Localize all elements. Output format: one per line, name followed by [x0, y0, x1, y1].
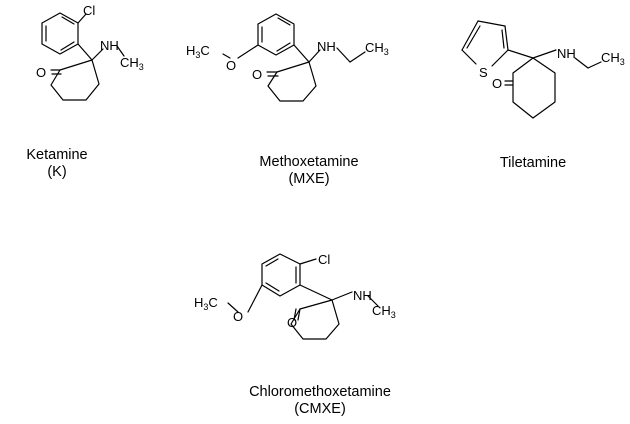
ketamine-name: Ketamine [26, 147, 87, 163]
methoxetamine-methoxy-methyl-label: H3C [186, 43, 210, 60]
chloromethoxetamine-structure: Cl H3C O NH CH3 O [194, 252, 396, 340]
chloromethoxetamine-bonds [227, 253, 379, 340]
tiletamine-oxygen-label: O [492, 76, 502, 91]
ketamine-structure: Cl NH CH3 O [36, 3, 144, 101]
chloromethoxetamine-methyl-label: CH3 [372, 303, 396, 320]
chloromethoxetamine-oxygen-label: O [287, 315, 297, 330]
ketamine-methyl-label: CH3 [120, 55, 144, 72]
tiletamine-sulfur-label: S [479, 65, 488, 80]
methoxetamine-structure: H3C O NH CH3 O [186, 13, 389, 102]
tiletamine-name: Tiletamine [500, 155, 566, 171]
ketamine-oxygen-label: O [36, 65, 46, 80]
methoxetamine-bonds [222, 13, 366, 102]
ketamine-abbreviation: (K) [47, 164, 66, 180]
chloromethoxetamine-name: Chloromethoxetamine [249, 384, 391, 400]
chloromethoxetamine-nh-label: NH [353, 288, 372, 303]
chloromethoxetamine-chlorine-label: Cl [318, 252, 330, 267]
methoxetamine-abbreviation: (MXE) [288, 171, 329, 187]
ketamine-bonds [41, 12, 125, 101]
methoxetamine-name: Methoxetamine [259, 154, 358, 170]
chloromethoxetamine-methoxy-oxygen-label: O [233, 309, 243, 324]
ketamine-chlorine-label: Cl [83, 3, 95, 18]
chloromethoxetamine-abbreviation: (CMXE) [294, 401, 346, 417]
tiletamine-bonds [461, 20, 602, 119]
methoxetamine-ethyl-methyl-label: CH3 [365, 40, 389, 57]
tiletamine-structure: S NH CH3 O [461, 20, 625, 119]
chloromethoxetamine-methoxy-methyl-label: H3C [194, 295, 218, 312]
tiletamine-nh-label: NH [557, 46, 576, 61]
methoxetamine-nh-label: NH [317, 39, 336, 54]
tiletamine-ethyl-methyl-label: CH3 [601, 50, 625, 67]
methoxetamine-methoxy-oxygen-label: O [226, 58, 236, 73]
ketamine-nh-label: NH [100, 38, 119, 53]
methoxetamine-oxygen-label: O [252, 67, 262, 82]
